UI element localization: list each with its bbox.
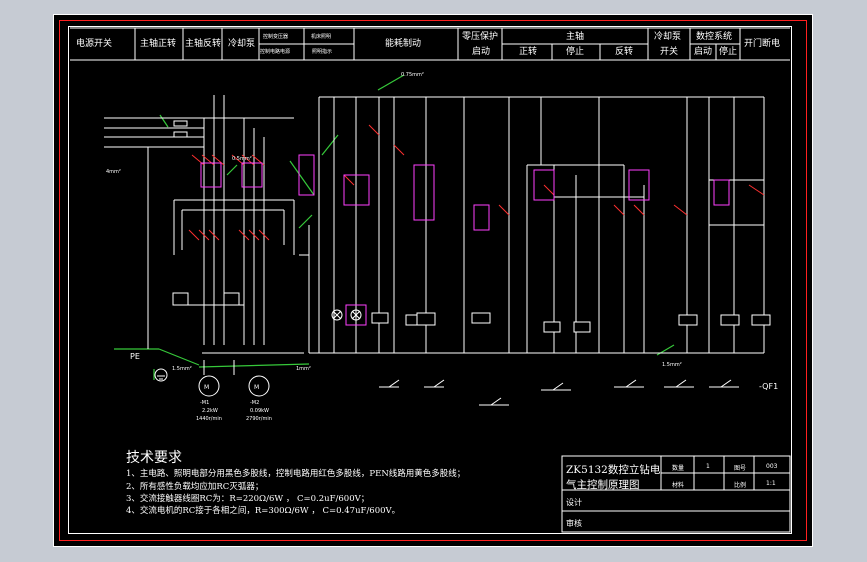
coils [172, 120, 771, 333]
header-lighting-indicator: 照明指示 [312, 49, 333, 55]
contacts [188, 124, 765, 241]
scale-label: 比例 [734, 482, 747, 489]
motor2-speed: 2790r/min [246, 416, 272, 422]
pe-wire-size: 1.5mm² [172, 366, 192, 372]
tech-line-2: 2、所有感性负载均应加RC灭弧器； [126, 482, 264, 492]
wire-size-15: 1.5mm² [662, 362, 682, 368]
drawing-frame [68, 26, 792, 534]
header-door-cutoff: 开门断电 [744, 39, 781, 49]
contact-legend [379, 379, 739, 406]
header-stop: 停止 [566, 47, 585, 57]
drawing-canvas: M M [53, 14, 813, 547]
motor1-power: 2.2kW [202, 408, 218, 414]
header-zero-voltage: 零压保护 [462, 32, 499, 42]
header-forward: 正转 [519, 47, 538, 57]
design-label: 设计 [566, 498, 582, 507]
motor-m2: M [248, 375, 270, 397]
header-cnc-stop: 停止 [719, 47, 738, 57]
header-coolant-pump-2: 冷却泵 [654, 32, 682, 42]
header-coolant-pump: 冷却泵 [228, 39, 256, 49]
qf1-label: -QF1 [759, 382, 779, 391]
header-power-switch: 电源开关 [76, 39, 113, 49]
header-machine-lighting: 机床照明 [311, 34, 332, 40]
qty-value: 1 [706, 463, 710, 470]
tech-line-4: 4、交流电机的RC接于各相之间，R=300Ω/6W ， C=0.47uF/600… [126, 506, 401, 516]
header-switch: 开关 [660, 47, 679, 57]
code-label: 图号 [734, 465, 747, 472]
motor2-power: 0.09kW [250, 408, 269, 414]
ground-wires [114, 74, 675, 380]
header-start: 启动 [472, 47, 491, 57]
code-value: 003 [766, 463, 778, 470]
drawing-title-line2: 气主控制原理图 [566, 479, 640, 491]
motor1-speed: 1440r/min [196, 416, 222, 422]
drawing-title-line1: ZK5132数控立钻电 [566, 464, 661, 476]
wire-size-4: 4mm² [106, 169, 121, 175]
review-label: 审核 [566, 519, 582, 528]
outer-border [59, 20, 807, 541]
tech-line-3: 3、交流接触器线圈RC为：R=220Ω/6W ， C=0.2uF/600V； [126, 494, 370, 504]
scale-value: 1:1 [766, 480, 776, 487]
wire-size-075: 0.75mm² [401, 72, 424, 78]
svg-text:M: M [204, 384, 209, 391]
header-spindle: 主轴 [566, 32, 585, 42]
header-grid [70, 27, 790, 61]
wire-size-05: 0.5mm² [232, 156, 252, 162]
motor1-tag: -M1 [200, 400, 210, 406]
title-block-grid [561, 455, 791, 533]
motor-m1: M [198, 375, 220, 397]
header-spindle-forward: 主轴正转 [140, 39, 177, 49]
components [200, 154, 730, 326]
header-reverse: 反转 [615, 47, 634, 57]
tech-line-1: 1、主电路、照明电部分用黑色多股线，控制电路用红色多股线，PEN线路用黄色多股线… [126, 469, 466, 479]
qty-label: 数量 [672, 465, 685, 472]
header-cnc-start: 启动 [694, 47, 713, 57]
tech-requirements-title: 技术要求 [126, 450, 182, 466]
svg-text:M: M [254, 384, 259, 391]
motor2-tag: -M2 [250, 400, 260, 406]
ground-symbol [154, 368, 168, 382]
header-control-transformer: 控制变压器 [263, 34, 289, 40]
material-label: 材料 [672, 482, 685, 489]
header-control-power: 控制电路电源 [260, 49, 291, 55]
wire-size-1: 1mm² [296, 366, 311, 372]
power-lines [104, 95, 764, 375]
pe-label: PE [130, 352, 140, 361]
lamps [331, 309, 362, 321]
header-dynamic-braking: 能耗制动 [385, 39, 422, 49]
electrical-schematic: M M [70, 27, 791, 533]
header-spindle-reverse: 主轴反转 [185, 39, 222, 49]
header-cnc-system: 数控系统 [696, 32, 733, 42]
